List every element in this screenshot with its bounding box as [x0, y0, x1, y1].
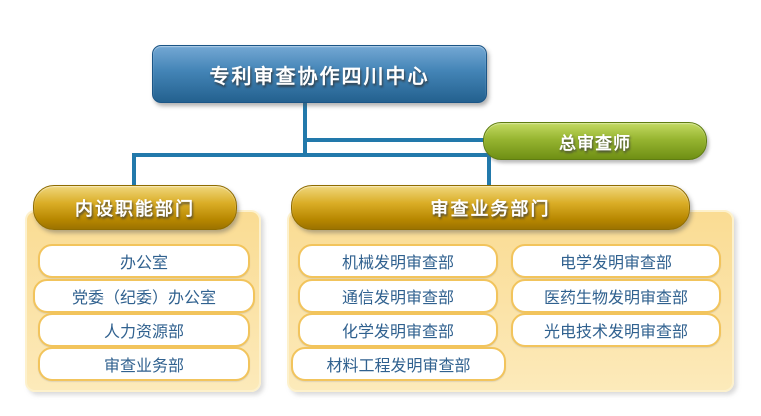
department-item: 党委（纪委）办公室 — [33, 279, 255, 313]
connector-left-branch-stub — [132, 153, 136, 186]
department-item: 审查业务部 — [38, 347, 250, 381]
department-item: 机械发明审查部 — [298, 244, 498, 278]
department-item: 人力资源部 — [38, 313, 250, 347]
examination-departments-header: 审查业务部门 — [291, 185, 690, 230]
connector-right-branch-stub — [487, 153, 491, 186]
department-item: 化学发明审查部 — [298, 313, 498, 347]
department-item: 材料工程发明审查部 — [291, 347, 506, 381]
department-item: 光电技术发明审查部 — [511, 313, 721, 347]
department-item: 办公室 — [38, 244, 250, 278]
department-item: 电学发明审查部 — [511, 244, 721, 278]
internal-departments-header: 内设职能部门 — [33, 185, 237, 230]
chief-examiner-node: 总审查师 — [483, 122, 707, 160]
department-item: 医药生物发明审查部 — [511, 279, 721, 313]
connector-trunk-horizontal — [132, 153, 491, 157]
connector-root-vertical — [303, 100, 307, 157]
root-node: 专利审查协作四川中心 — [152, 45, 487, 103]
connector-chief-branch — [303, 138, 486, 142]
department-item: 通信发明审查部 — [298, 279, 498, 313]
